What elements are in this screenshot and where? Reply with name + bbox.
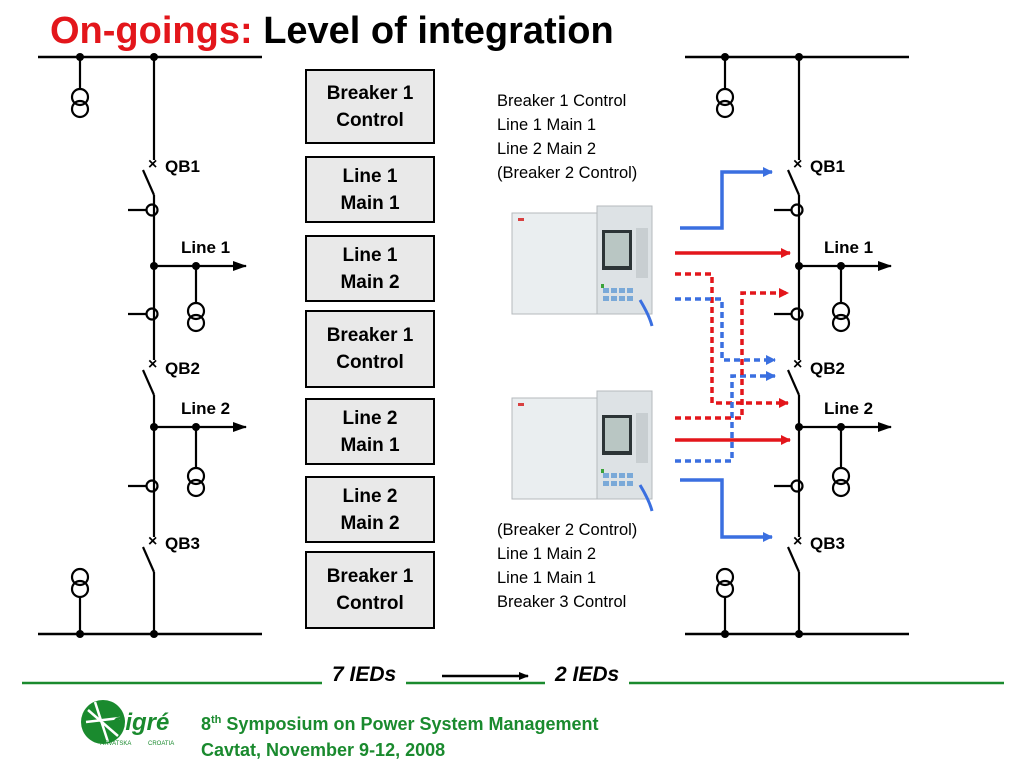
right-line2-label: Line 2 <box>824 399 873 418</box>
ied-box-breaker1-control-c: Breaker 1 Control <box>305 551 435 629</box>
left-single-line <box>38 55 262 636</box>
ied-box-breaker1-control-a: Breaker 1 Control <box>305 69 435 144</box>
lower-function-3: Line 1 Main 1 <box>497 569 597 587</box>
ied-box-line2-main1: Line 2 Main 1 <box>305 398 435 465</box>
footer-symposium: Symposium on Power System Management <box>226 714 599 734</box>
ied-box-line2-main2: Line 2 Main 2 <box>305 476 435 543</box>
title-rest: Level of integration <box>263 10 614 52</box>
cigre-logo: cigré HRVATSKA CROATIA <box>81 700 174 747</box>
right-junction-dots <box>721 53 845 638</box>
lower-function-2: Line 1 Main 2 <box>497 545 597 563</box>
lower-function-1: (Breaker 2 Control) <box>497 521 638 539</box>
left-qb3-label: QB3 <box>165 534 200 553</box>
lower-function-4: Breaker 3 Control <box>497 593 627 611</box>
footer-ordinal-suffix: th <box>211 714 222 726</box>
left-line1-label: Line 1 <box>181 238 230 257</box>
slide-title: On-goings: Level of integration <box>50 6 614 56</box>
logo-sub-left: HRVATSKA <box>100 741 131 747</box>
upper-ied-functions: Breaker 1 Control Line 1 Main 1 Line 2 M… <box>497 89 637 185</box>
left-line2-label: Line 2 <box>181 399 230 418</box>
svg-text:×: × <box>793 156 802 173</box>
signal-arrows <box>675 167 791 542</box>
footer-location-date: Cavtat, November 9-12, 2008 <box>201 740 446 760</box>
logo-wordmark: cigré <box>112 709 169 736</box>
footer-event-info: 8th Symposium on Power System Management… <box>201 707 599 763</box>
right-qb3-label: QB3 <box>810 534 845 553</box>
right-qb2-label: QB2 <box>810 359 845 378</box>
upper-function-2: Line 1 Main 1 <box>497 116 597 134</box>
right-qb1-label: QB1 <box>810 157 845 176</box>
left-qb1-label: QB1 <box>165 157 200 176</box>
upper-function-1: Breaker 1 Control <box>497 92 627 110</box>
upper-function-4: (Breaker 2 Control) <box>497 164 638 182</box>
left-junction-dots <box>76 53 200 638</box>
after-ied-count: 2 IEDs <box>545 662 630 688</box>
title-highlight: On-goings: <box>50 10 253 52</box>
left-qb2-label: QB2 <box>165 359 200 378</box>
upper-function-3: Line 2 Main 2 <box>497 140 597 158</box>
upper-ied-device-image <box>511 205 654 327</box>
lower-ied-device-image <box>511 390 654 512</box>
svg-text:×: × <box>793 533 802 550</box>
ied-box-line1-main2: Line 1 Main 2 <box>305 235 435 302</box>
left-qb2-cross: × <box>148 356 157 373</box>
logo-sub-right: CROATIA <box>148 741 174 747</box>
left-qb3-cross: × <box>148 533 157 550</box>
ied-box-breaker1-control-b: Breaker 1 Control <box>305 310 435 388</box>
before-ied-count: 7 IEDs <box>322 662 407 688</box>
left-qb1-cross: × <box>148 156 157 173</box>
svg-text:×: × <box>793 356 802 373</box>
right-line1-label: Line 1 <box>824 238 873 257</box>
lower-ied-functions: (Breaker 2 Control) Line 1 Main 2 Line 1… <box>497 518 637 614</box>
footer-ordinal: 8 <box>201 714 212 734</box>
ied-box-line1-main1: Line 1 Main 1 <box>305 156 435 223</box>
